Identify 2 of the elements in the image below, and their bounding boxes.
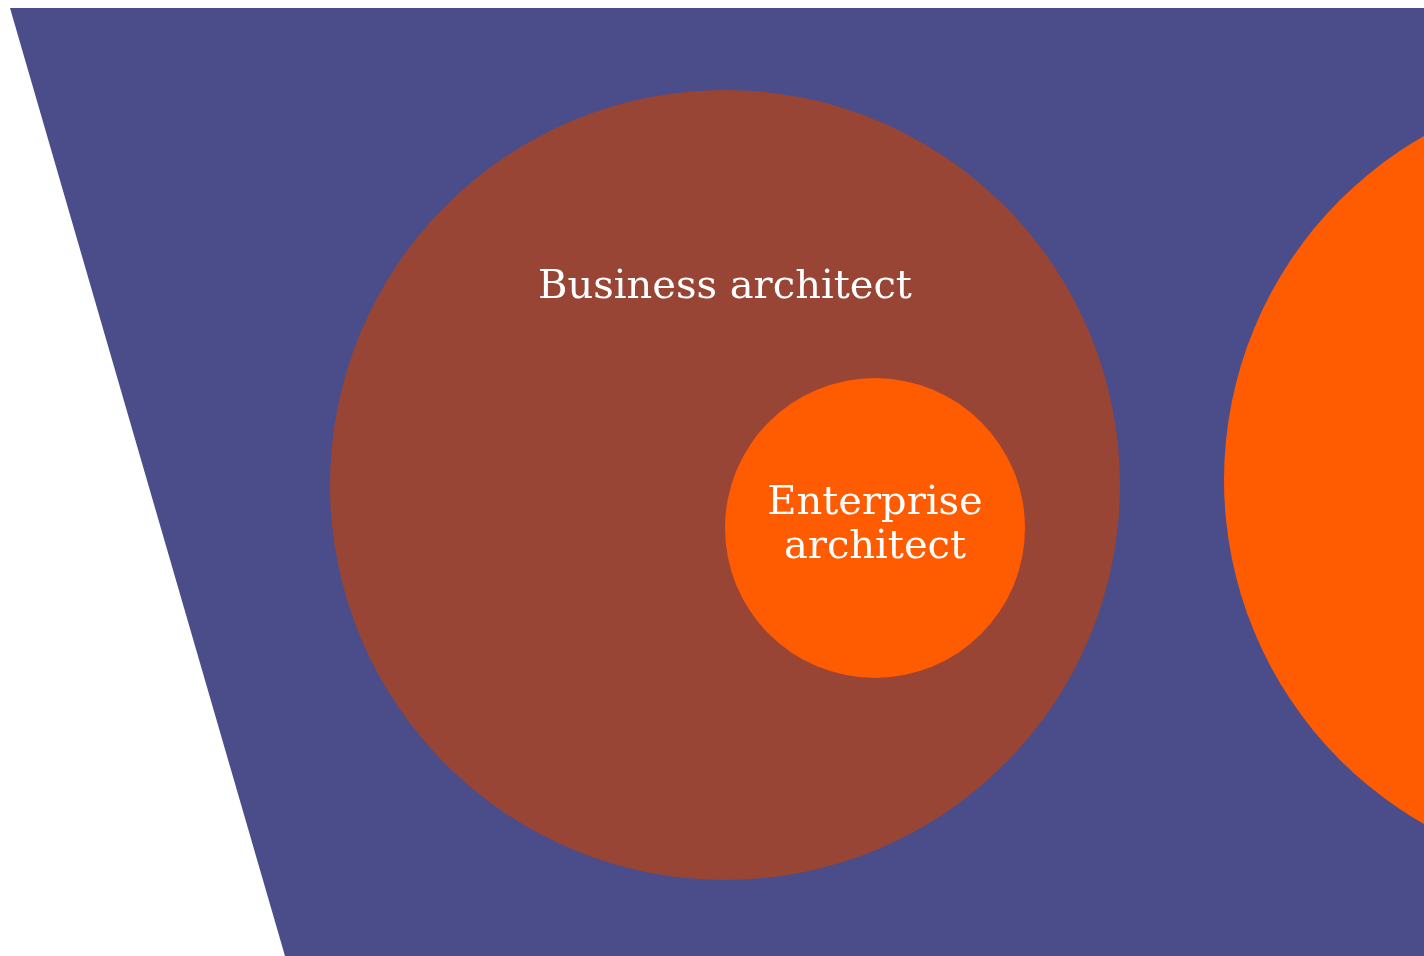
node-label: Business architect [537, 262, 913, 306]
node-label: Enterprise architect [766, 478, 984, 566]
